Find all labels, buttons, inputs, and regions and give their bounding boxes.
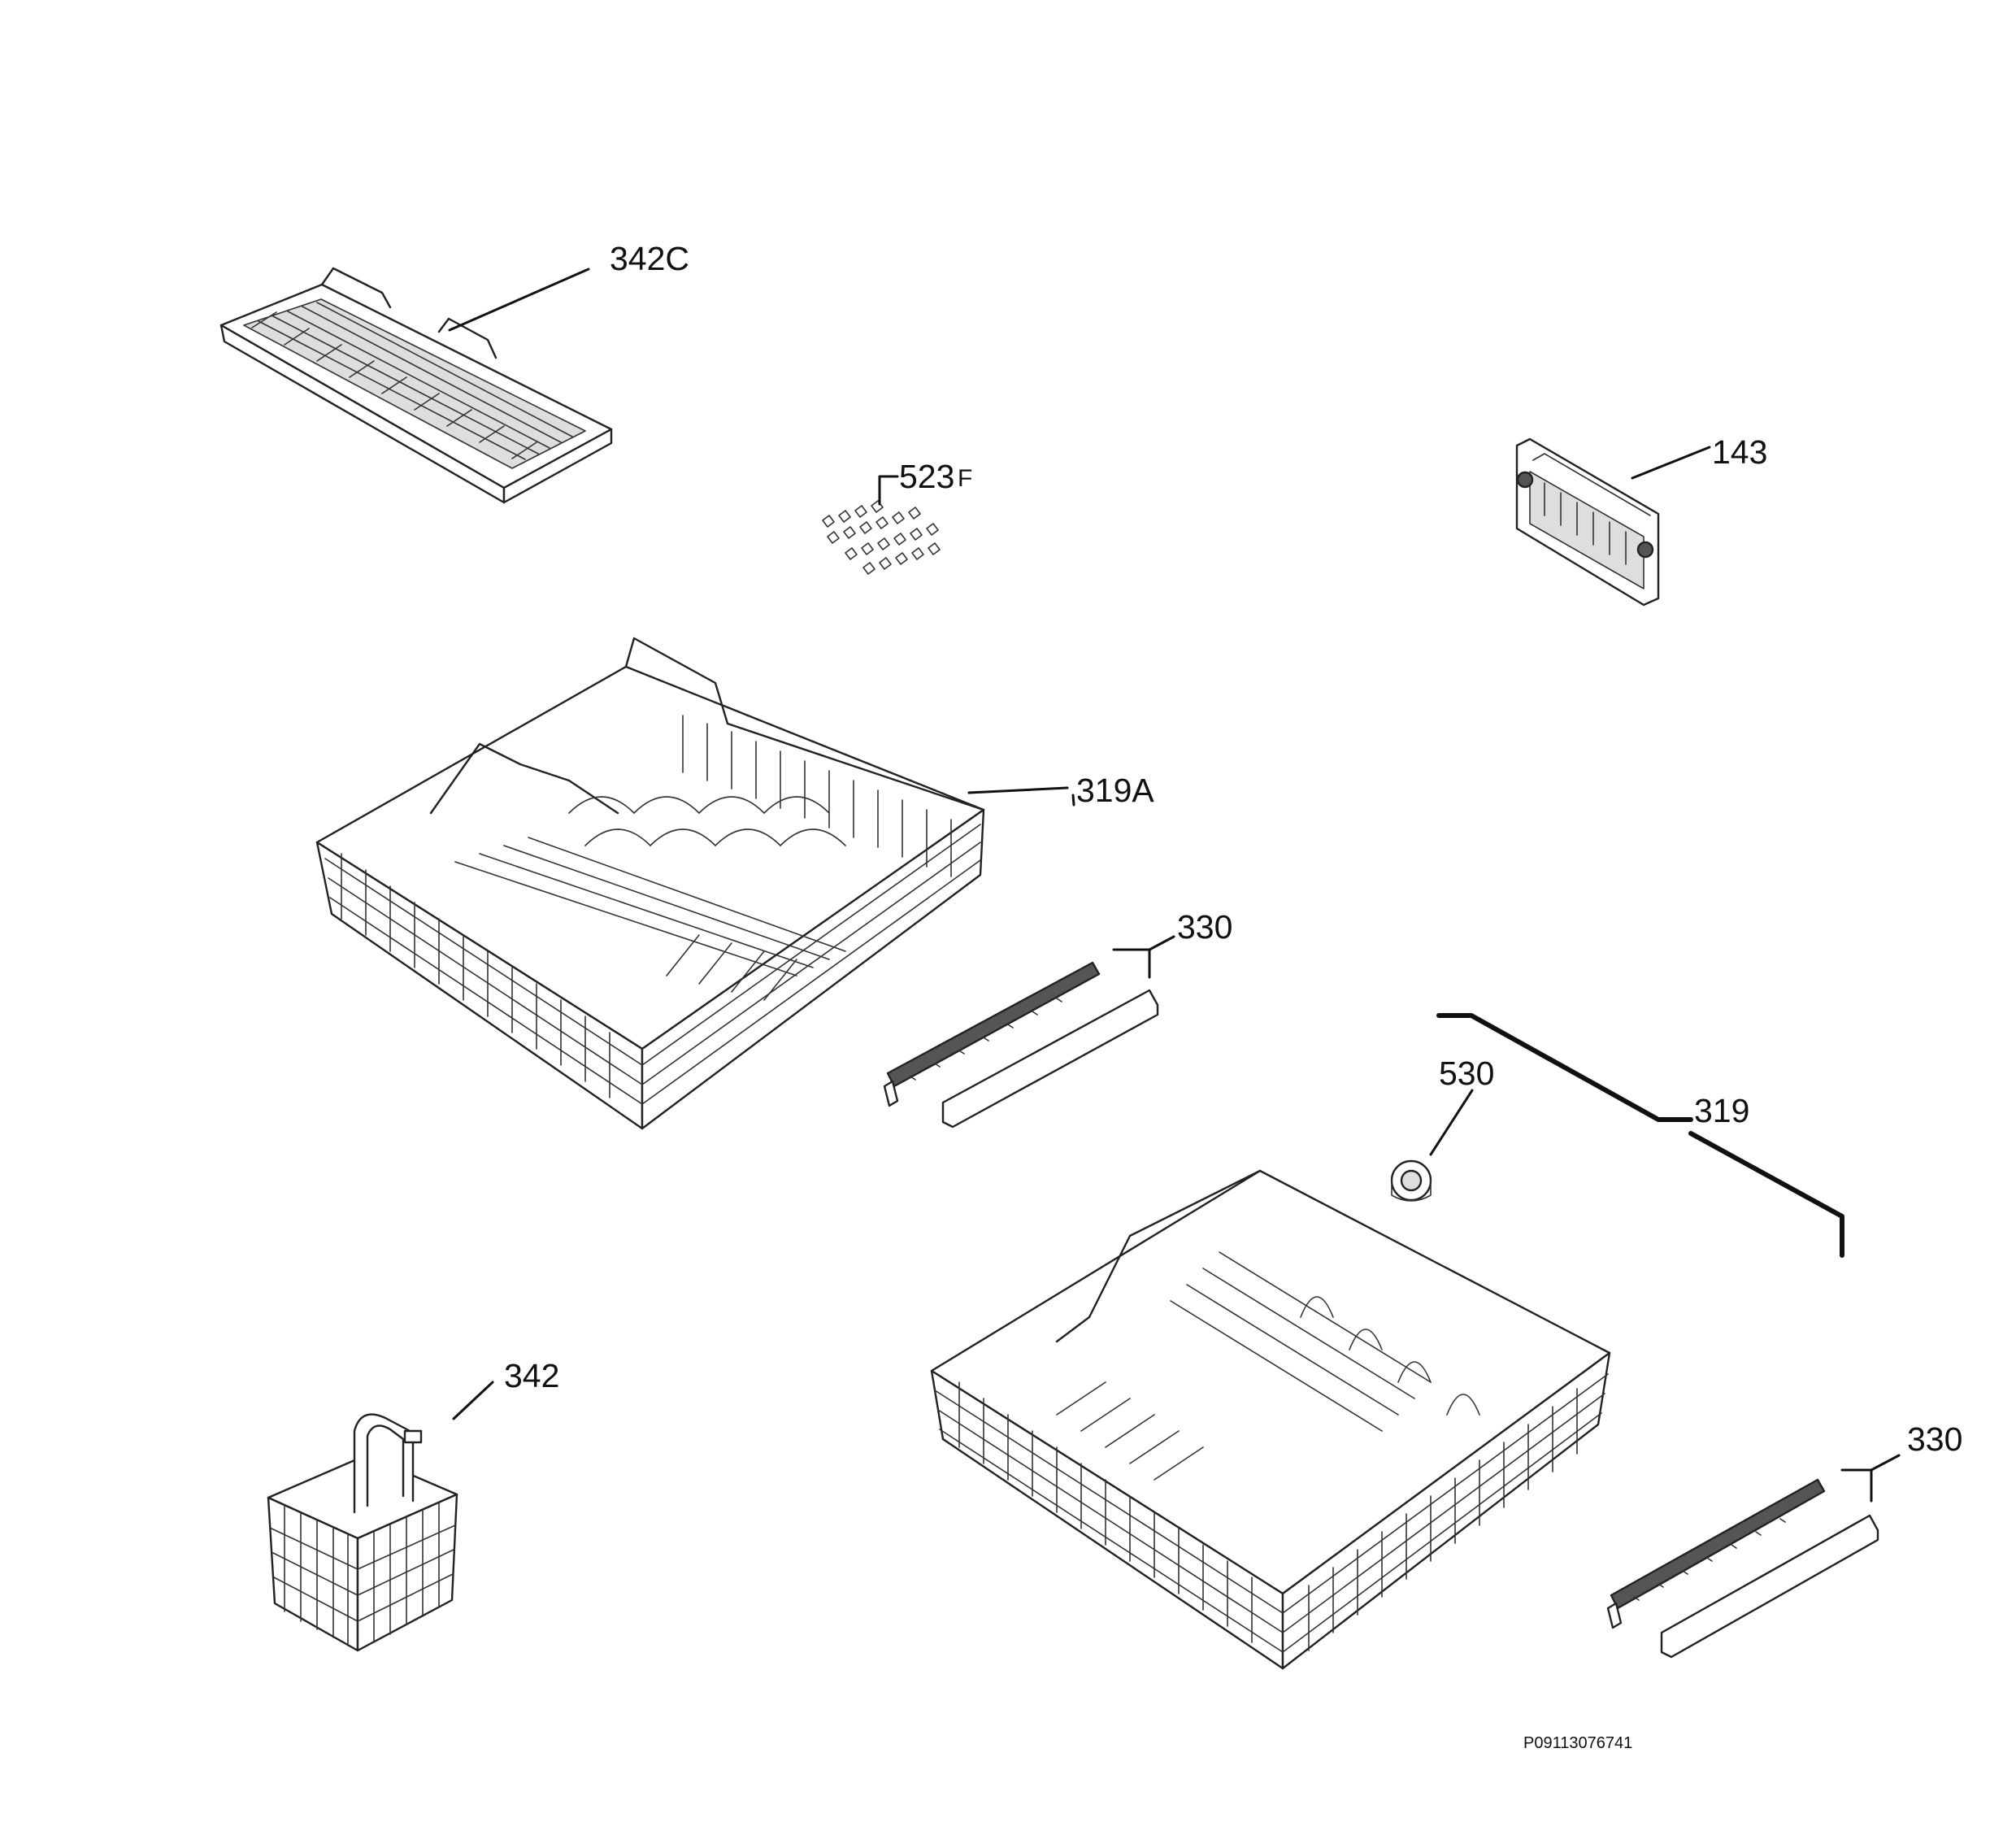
label-523-suffix: F	[958, 465, 972, 492]
drawing-code: P09113076741	[1523, 1734, 1632, 1752]
label-143: 143	[1712, 433, 1767, 471]
label-342: 342	[504, 1357, 559, 1394]
label-319a: 319A	[1076, 772, 1154, 809]
label-342c: 342C	[610, 240, 689, 277]
part-143-height-adjuster[interactable]	[1515, 437, 1660, 607]
part-530-wheel[interactable]	[1390, 1159, 1432, 1202]
part-330-lower-rail[interactable]	[1606, 1478, 1879, 1659]
part-342-cutlery-basket[interactable]	[267, 1413, 458, 1652]
part-342c-cutlery-tray[interactable]	[219, 267, 613, 504]
part-319a-upper-basket[interactable]	[315, 637, 985, 1130]
label-530: 530	[1439, 1055, 1494, 1092]
label-523: 523	[899, 458, 954, 495]
part-330-upper-rail[interactable]	[883, 961, 1159, 1129]
label-330-upper: 330	[1177, 908, 1232, 946]
part-319-lower-basket[interactable]	[930, 1169, 1611, 1670]
label-319: 319	[1694, 1092, 1749, 1129]
part-523f-rack-clips[interactable]	[822, 500, 941, 575]
label-330-lower: 330	[1907, 1420, 1962, 1458]
